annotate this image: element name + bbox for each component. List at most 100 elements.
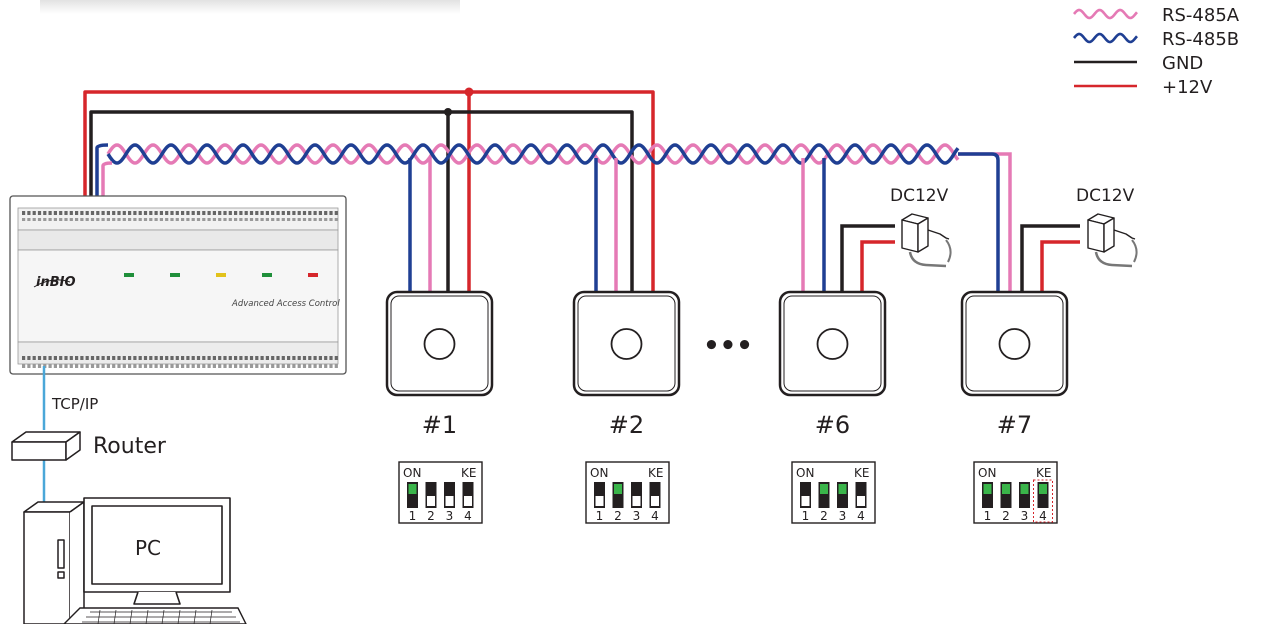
power-adapter-icon — [1087, 213, 1138, 268]
dip-on-label: ON — [590, 466, 608, 480]
legend-label-b: RS-485B — [1162, 29, 1239, 50]
dip-toggle-off — [445, 496, 454, 506]
legend-label-v12: +12V — [1162, 77, 1213, 98]
controller-subtitle: Advanced Access Control — [231, 299, 340, 309]
bottom-terminal-block — [22, 356, 338, 368]
dip-slot — [407, 482, 418, 508]
reader-button — [610, 328, 643, 360]
dip-toggle-on — [1020, 484, 1029, 494]
reader-button — [816, 328, 849, 360]
status-led — [124, 273, 134, 277]
dip-slot — [444, 482, 455, 508]
dip-toggle-off — [595, 496, 604, 506]
dip-slot — [800, 482, 811, 508]
dip-toggle-on — [838, 484, 847, 494]
pc-label: PC — [135, 536, 161, 560]
status-led — [170, 273, 180, 277]
reader-button — [998, 328, 1031, 360]
dip-number: 1 — [984, 509, 992, 523]
dip-slot — [631, 482, 642, 508]
dip-toggle-off — [632, 496, 641, 506]
dc12v-label-7: DC12V — [1076, 186, 1135, 206]
dc12v-label-6: DC12V — [890, 186, 949, 206]
dip-slot — [982, 482, 993, 508]
legend: RS-485A RS-485B GND +12V — [1072, 5, 1240, 98]
dip-slot — [837, 482, 848, 508]
dip-number: 4 — [464, 509, 472, 523]
dip-slot — [462, 482, 474, 508]
dip-on-label: ON — [978, 466, 996, 480]
dip-toggle-on — [408, 484, 417, 494]
access-controller: inBIO Advanced Access Control — [9, 195, 347, 375]
dip-toggle-on — [614, 484, 622, 494]
dip-slot — [1000, 482, 1012, 508]
status-leds — [124, 273, 318, 277]
dip-number: 2 — [427, 509, 435, 523]
dip-number: 3 — [633, 509, 641, 523]
dip-number: 3 — [446, 509, 454, 523]
dip-toggle-on — [1039, 484, 1047, 494]
network-section: TCP/IP Router PC — [11, 366, 247, 624]
top-terminal-block — [22, 211, 338, 221]
reader-bezel — [965, 295, 1064, 392]
pc-monitor-icon — [83, 497, 231, 605]
dip-number: 2 — [614, 509, 622, 523]
dip-slot — [1019, 482, 1030, 508]
dip-toggle-on — [1002, 484, 1010, 494]
legend-swatch-a — [1072, 8, 1138, 20]
dip-toggle-off — [427, 496, 435, 506]
reader-bezel — [783, 295, 882, 392]
dip-slot — [425, 482, 437, 508]
pc-tower-icon — [23, 501, 85, 624]
dip-ke-label: KE — [1036, 466, 1051, 480]
legend-label-a: RS-485A — [1162, 5, 1240, 26]
reader-drop-wires — [408, 158, 1080, 292]
reader-label: #7 — [997, 411, 1032, 439]
status-led — [262, 273, 272, 277]
status-led — [216, 273, 226, 277]
dip-number: 4 — [651, 509, 659, 523]
dip-slot — [612, 482, 624, 508]
dip-number: 2 — [1002, 509, 1010, 523]
dip-toggle-off — [651, 496, 659, 506]
dip-slot — [594, 482, 605, 508]
dip-number: 4 — [857, 509, 865, 523]
dip-ke-label: KE — [648, 466, 663, 480]
reader-label: #1 — [422, 411, 457, 439]
tcp-ip-label: TCP/IP — [51, 395, 98, 413]
dip-ke-label: KE — [461, 466, 476, 480]
dip-toggle-on — [983, 484, 992, 494]
dip-number: 1 — [409, 509, 417, 523]
power-bus — [83, 87, 655, 292]
legend-swatch-b — [1072, 32, 1138, 44]
router-label: Router — [93, 434, 167, 459]
dip-on-label: ON — [403, 466, 421, 480]
dip-number: 1 — [596, 509, 604, 523]
legend-label-gnd: GND — [1162, 53, 1203, 74]
dip-slot — [855, 482, 867, 508]
dip-toggle-off — [857, 496, 865, 506]
controller-brand: inBIO — [36, 275, 76, 290]
reader-bezel — [390, 295, 489, 392]
dip-number: 1 — [802, 509, 810, 523]
dip-number: 4 — [1039, 509, 1047, 523]
dip-toggle-off — [464, 496, 472, 506]
dip-ke-label: KE — [854, 466, 869, 480]
dip-slot — [649, 482, 661, 508]
power-adapter-icon — [901, 213, 952, 268]
dip-toggle-on — [820, 484, 828, 494]
top-smear — [40, 0, 460, 14]
dip-highlight — [1033, 479, 1053, 523]
reader-button — [423, 328, 456, 360]
status-led — [308, 273, 318, 277]
dip-slot — [1037, 482, 1049, 508]
